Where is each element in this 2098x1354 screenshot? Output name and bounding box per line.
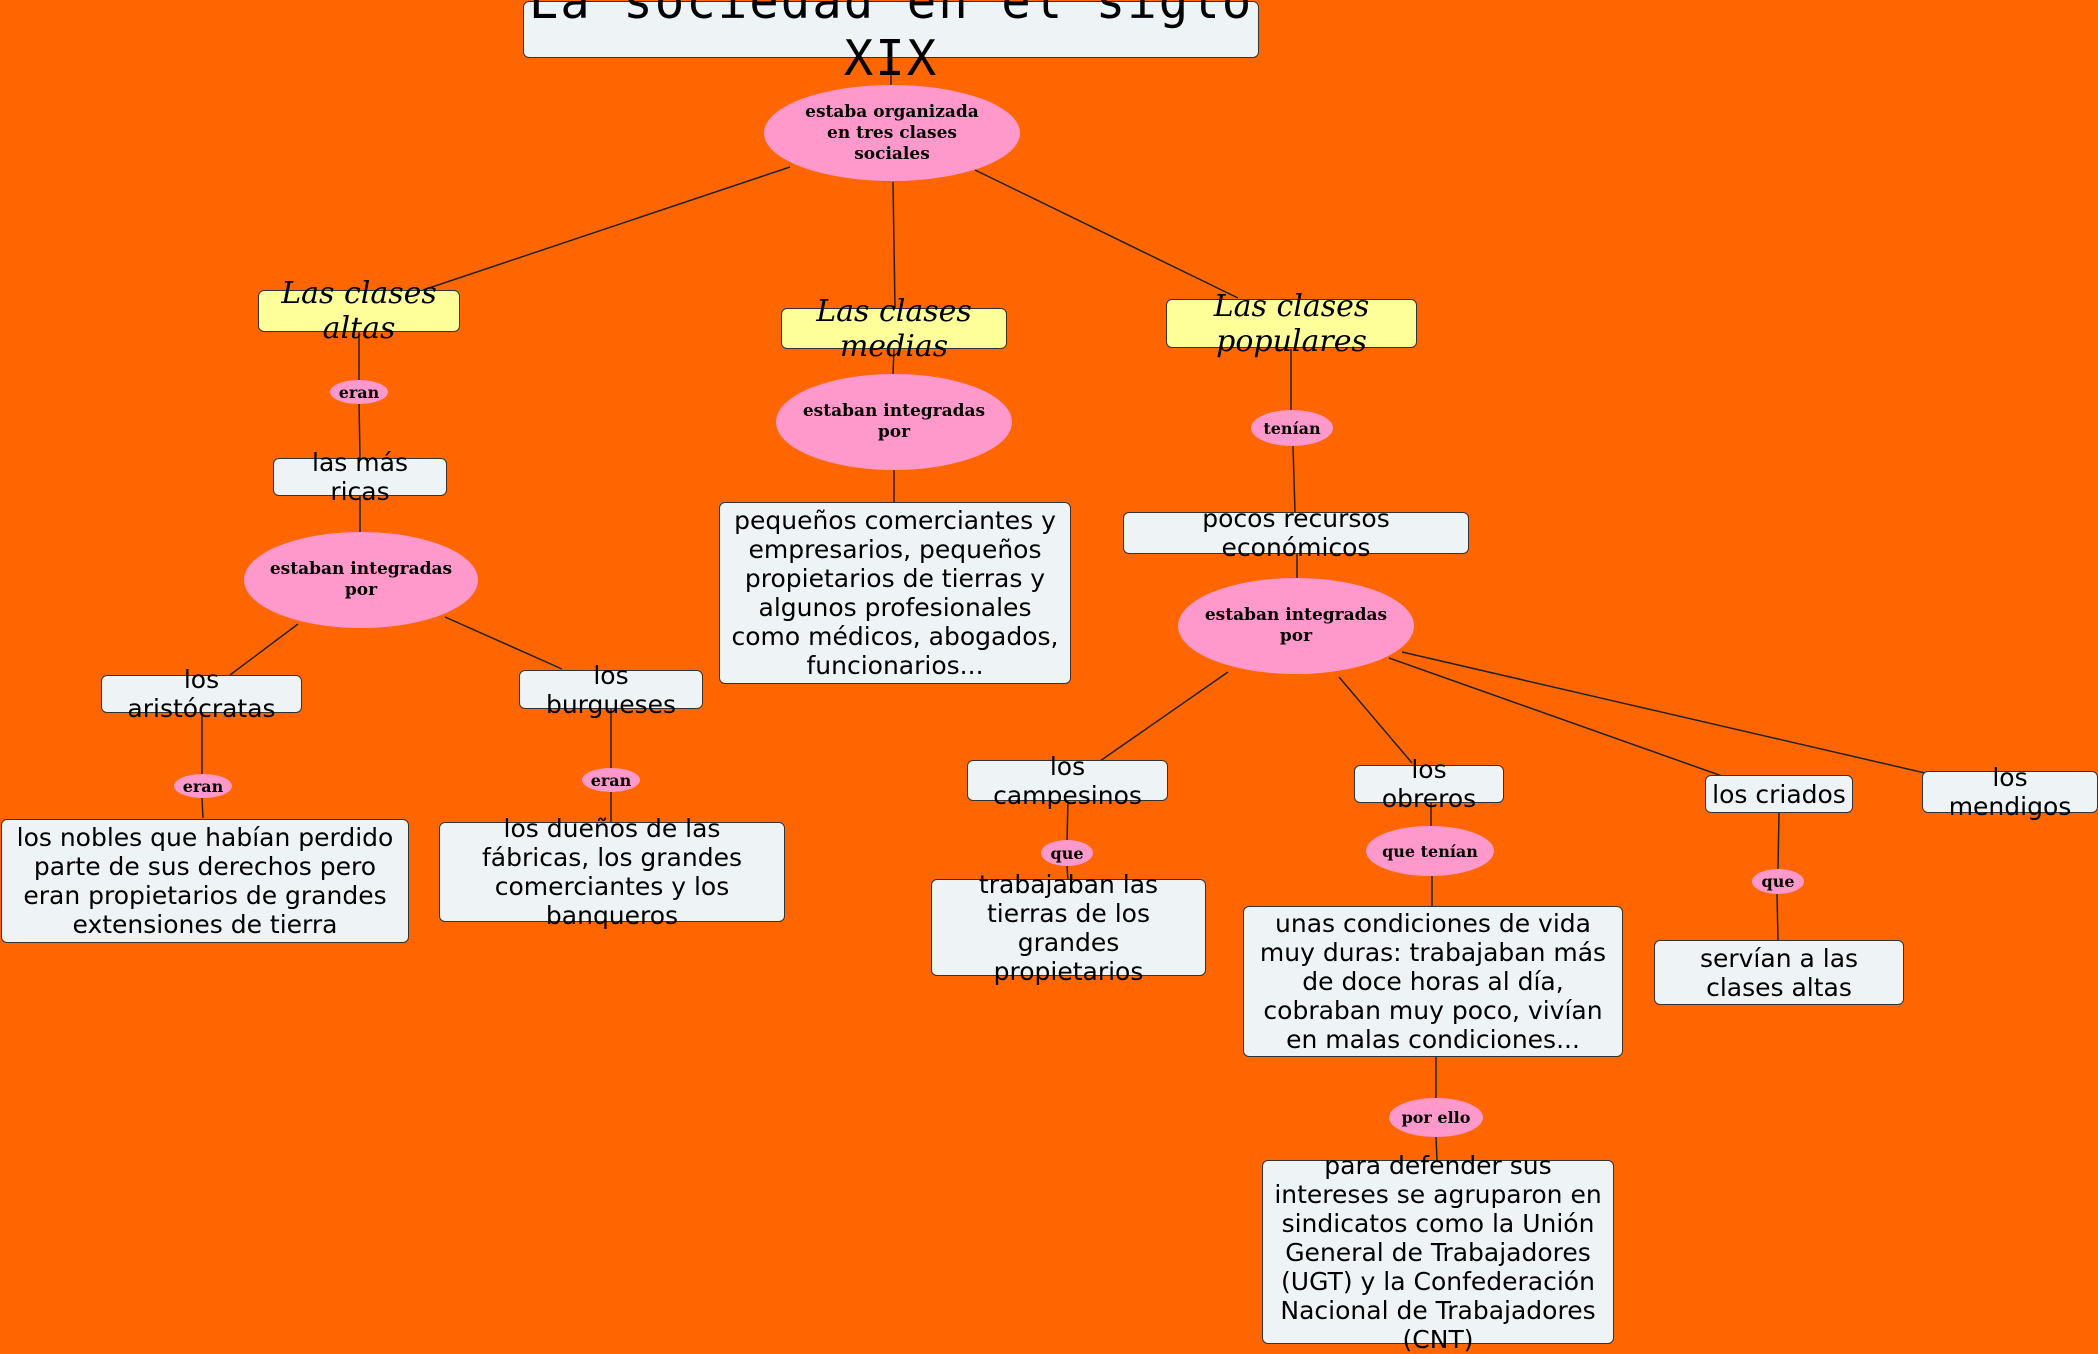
concept-criados: los criados xyxy=(1705,775,1853,813)
edge xyxy=(358,401,361,459)
concept-obreros: los obreros xyxy=(1354,755,1504,813)
concept-nobles: los nobles que habían perdido parte de s… xyxy=(1,819,409,943)
link-criados-que: que xyxy=(1752,869,1804,894)
class-populares: Las clases populares xyxy=(1166,289,1417,359)
edge xyxy=(1401,651,1926,774)
concept-burgueses: los burgueses xyxy=(519,661,703,719)
link-altas-eran: eran xyxy=(330,380,388,404)
concept-aristocratas: los aristócratas xyxy=(101,665,302,723)
link-burgueses-eran: eran xyxy=(582,768,640,792)
concept-condiciones: unas condiciones de vida muy duras: trab… xyxy=(1243,906,1623,1057)
link-obreros-que-tenian: que tenían xyxy=(1366,826,1494,876)
edge xyxy=(444,616,563,670)
edge xyxy=(892,348,895,375)
edge xyxy=(1099,671,1229,762)
link-campesinos-que: que xyxy=(1041,840,1093,866)
map-title: La sociedad en el siglo XIX xyxy=(523,0,1259,87)
edge xyxy=(1777,812,1780,870)
concept-servian: servían a las clases altas xyxy=(1654,940,1904,1005)
concept-medias-desc: pequeños comerciantes y empresarios, peq… xyxy=(719,502,1071,684)
link-populares-tenian: tenían xyxy=(1251,410,1333,446)
edge xyxy=(1066,800,1069,841)
class-medias: Las clases medias xyxy=(781,294,1007,364)
link-organizada: estaba organizada en tres clases sociale… xyxy=(764,85,1020,181)
edge xyxy=(1338,676,1413,764)
edge xyxy=(422,166,791,291)
concept-campesinos: los campesinos xyxy=(967,752,1168,810)
concept-trabajaban: trabajaban las tierras de los grandes pr… xyxy=(931,870,1206,986)
concept-mas-ricas: las más ricas xyxy=(273,448,447,506)
link-altas-integradas: estaban integradas por xyxy=(244,532,478,628)
edge xyxy=(1388,657,1723,777)
edge xyxy=(229,623,299,676)
concept-mendigos: los mendigos xyxy=(1922,763,2098,821)
link-populares-integradas: estaban integradas por xyxy=(1178,578,1414,674)
class-altas: Las clases altas xyxy=(258,276,460,346)
edge xyxy=(974,169,1239,299)
edge xyxy=(1292,445,1296,513)
edge xyxy=(1066,865,1069,881)
edge xyxy=(1435,1136,1438,1161)
edge xyxy=(1776,893,1779,941)
link-por-ello: por ello xyxy=(1389,1098,1483,1137)
concept-pocos-recursos: pocos recursos económicos xyxy=(1123,504,1469,562)
edge xyxy=(201,797,204,819)
link-medias-integradas: estaban integradas por xyxy=(776,374,1012,470)
link-aristocratas-eran: eran xyxy=(174,774,232,798)
concept-sindicatos: para defender sus intereses se agruparon… xyxy=(1262,1151,1614,1354)
concept-duenos: los dueños de las fábricas, los grandes … xyxy=(439,814,785,930)
edge xyxy=(892,181,896,309)
